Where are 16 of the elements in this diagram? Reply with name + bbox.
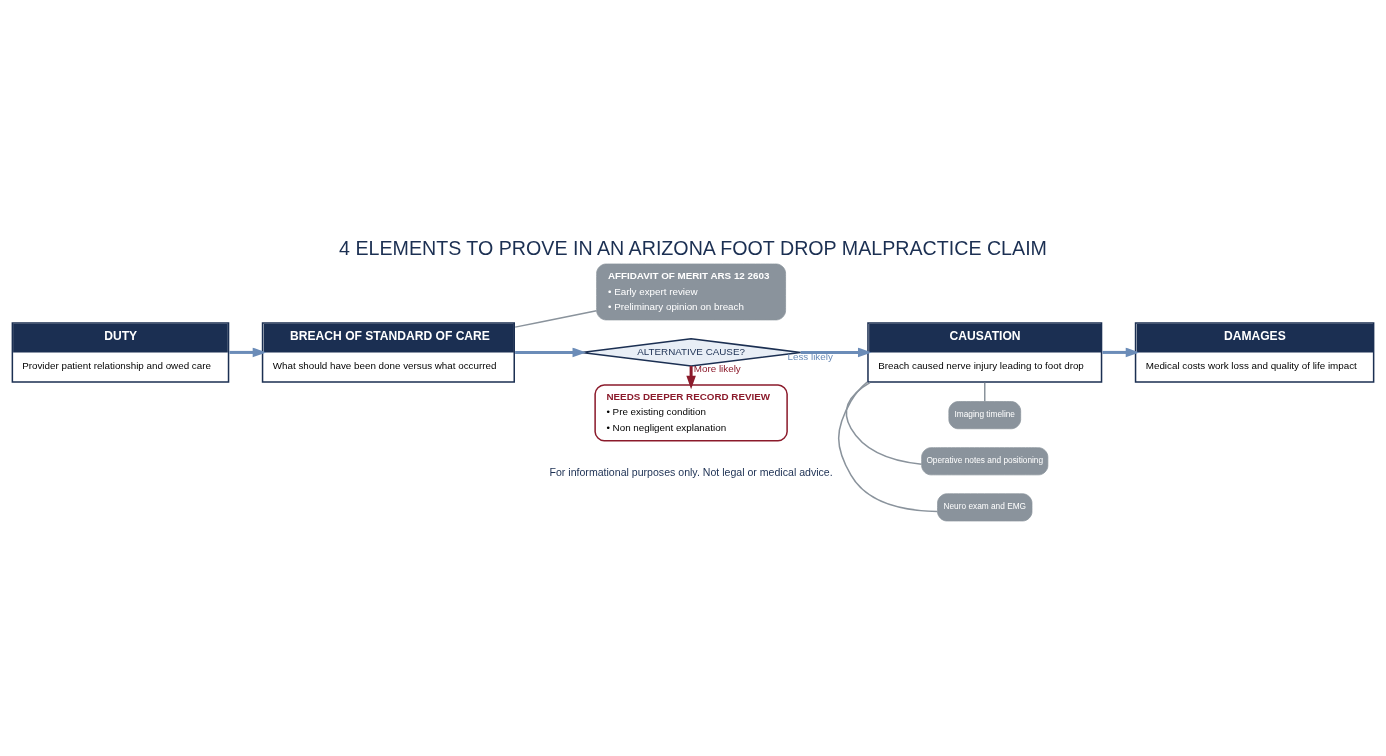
arrow [1102, 347, 1140, 357]
arrow [800, 347, 872, 357]
edge-label: More likely [693, 362, 741, 374]
caption: For informational purposes only. Not legal or medical advice. [549, 465, 833, 478]
diagram-title: 4 ELEMENTS TO PROVE IN AN ARIZONA FOOT DROP MALPRACTICE CLAIM [339, 236, 1047, 259]
arrow [515, 347, 587, 357]
connector [837, 380, 939, 512]
connector [514, 309, 598, 328]
node-box: Operative notes and positioning [921, 446, 1049, 475]
connector [984, 381, 986, 402]
node-box: Imaging timeline [948, 400, 1022, 429]
node-box: Neuro exam and EMG [937, 492, 1033, 521]
connector [845, 381, 923, 465]
node-box: NEEDS DEEPER RECORD REVIEW • Pre existing condition • Non negligent explanation [594, 383, 788, 442]
arrow [229, 347, 267, 357]
node-box: AFFIDAVIT OF MERIT ARS 12 2603 • Early expert review • Preliminary opinion on breach [596, 263, 786, 320]
